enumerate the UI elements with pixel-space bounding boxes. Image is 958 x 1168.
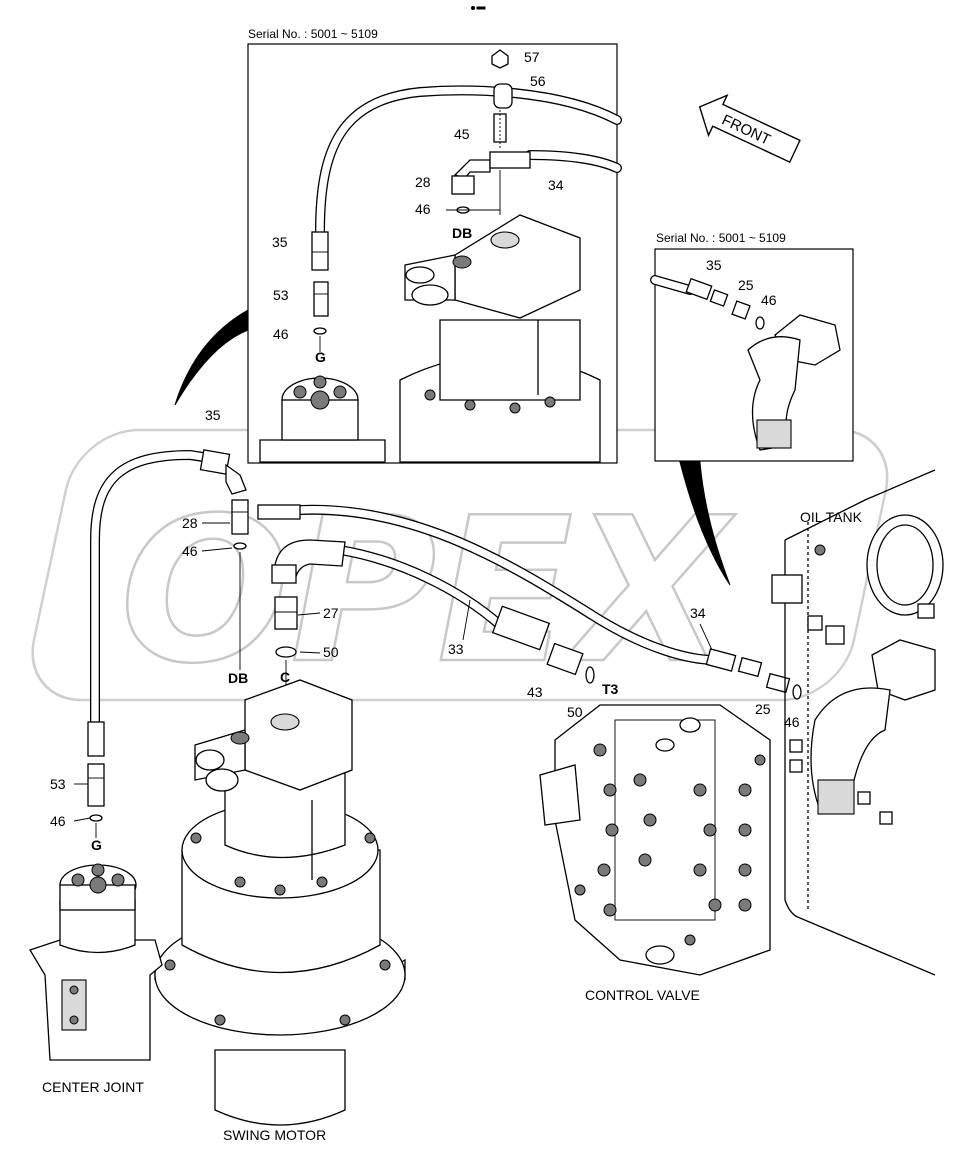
label-25: 25 bbox=[755, 701, 771, 717]
caption-oil-tank: OIL TANK bbox=[800, 509, 863, 525]
main-hoses bbox=[90, 449, 720, 730]
watermark-text: OPEX bbox=[120, 475, 736, 708]
inset-frame: Serial No. : 5001 ~ 5109 bbox=[247, 27, 622, 464]
inset-label-46b: 46 bbox=[273, 326, 289, 342]
inset-label-53: 53 bbox=[273, 287, 289, 303]
port-g: G bbox=[91, 837, 102, 853]
callout-wedge-left bbox=[174, 309, 249, 406]
inset-swing-motor bbox=[399, 214, 601, 463]
swing-motor bbox=[154, 679, 406, 1126]
label-35: 35 bbox=[205, 407, 221, 423]
label-46a: 46 bbox=[182, 543, 198, 559]
caption-center-joint: CENTER JOINT bbox=[42, 1079, 144, 1095]
page-mark bbox=[471, 6, 486, 10]
label-43: 43 bbox=[527, 684, 543, 700]
front-arrow: FRONT bbox=[698, 94, 801, 164]
oil-tank bbox=[771, 469, 944, 976]
inset-port-g: G bbox=[315, 349, 326, 365]
inset-label-45: 45 bbox=[454, 126, 470, 142]
callout-wedge-right bbox=[679, 461, 731, 586]
label-34: 34 bbox=[690, 605, 706, 621]
center-joint bbox=[29, 863, 163, 1061]
label-33: 33 bbox=[448, 641, 464, 657]
inset-label-34: 34 bbox=[548, 177, 564, 193]
inset-label-57: 57 bbox=[524, 49, 540, 65]
label-27: 27 bbox=[323, 605, 339, 621]
serial-number-detail: Serial No. : 5001 ~ 5109 bbox=[656, 231, 786, 245]
inset-label-56: 56 bbox=[530, 73, 546, 89]
watermark: OPEX bbox=[31, 428, 889, 709]
caption-swing-motor: SWING MOTOR bbox=[223, 1127, 326, 1143]
detail-frame: Serial No. : 5001 ~ 5109 35 25 46 bbox=[650, 231, 854, 462]
detail-label-35: 35 bbox=[706, 257, 722, 273]
label-50a: 50 bbox=[323, 644, 339, 660]
inset-label-28: 28 bbox=[415, 174, 431, 190]
inset-center-joint bbox=[259, 375, 386, 463]
main-fittings bbox=[87, 449, 802, 838]
control-valve bbox=[539, 704, 771, 976]
label-28: 28 bbox=[182, 515, 198, 531]
port-c: C bbox=[280, 669, 290, 685]
label-53: 53 bbox=[50, 776, 66, 792]
label-46c: 46 bbox=[50, 813, 66, 829]
inset-port-db: DB bbox=[452, 225, 472, 241]
port-t3: T3 bbox=[602, 681, 619, 697]
label-50b: 50 bbox=[567, 704, 583, 720]
inset-label-35: 35 bbox=[272, 234, 288, 250]
caption-control-valve: CONTROL VALVE bbox=[585, 987, 700, 1003]
inset-label-46a: 46 bbox=[415, 201, 431, 217]
main-labels: 35 28 46 27 50 33 34 43 50 25 46 53 46 D… bbox=[42, 407, 863, 1143]
label-46b: 46 bbox=[784, 714, 800, 730]
port-db: DB bbox=[228, 670, 248, 686]
serial-number-main: Serial No. : 5001 ~ 5109 bbox=[248, 27, 378, 41]
detail-label-46: 46 bbox=[761, 292, 777, 308]
detail-label-25: 25 bbox=[738, 277, 754, 293]
